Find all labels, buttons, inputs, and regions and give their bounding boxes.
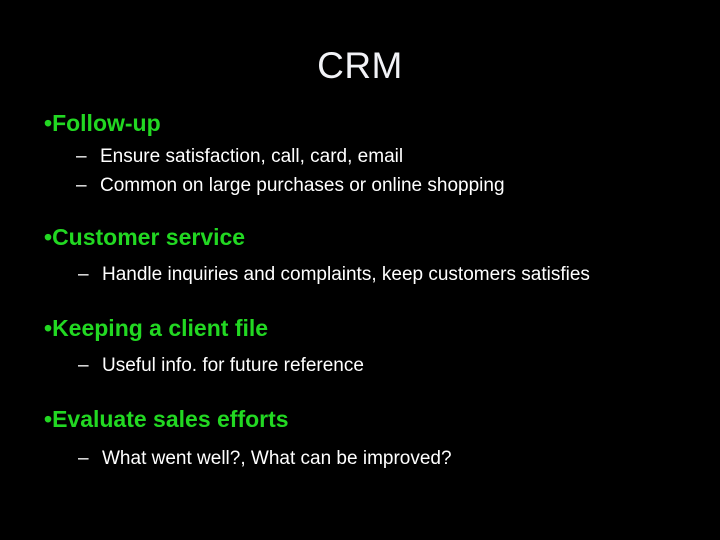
slide-body: •Follow-up –Ensure satisfaction, call, c… [0, 108, 720, 473]
main-bullet-label: Follow-up [52, 110, 161, 136]
sub-bullet-item: –Useful info. for future reference [0, 351, 720, 380]
sub-bullet-item: –Common on large purchases or online sho… [0, 171, 720, 200]
sub-bullet-label: Handle inquiries and complaints, keep cu… [102, 264, 590, 285]
sub-bullet-list: –Ensure satisfaction, call, card, email … [0, 142, 720, 200]
main-bullet-label: Keeping a client file [52, 315, 269, 341]
bullet-dot-icon: • [44, 315, 53, 341]
dash-icon: – [76, 146, 87, 167]
main-bullet-label: Customer service [52, 224, 246, 250]
bullet-dot-icon: • [44, 224, 53, 250]
dash-icon: – [78, 264, 89, 285]
sub-bullet-label: What went well?, What can be improved? [102, 448, 452, 469]
sub-bullet-list: –What went well?, What can be improved? [0, 444, 720, 473]
main-bullet-item: •Customer service [0, 222, 720, 252]
sub-bullet-item: –Ensure satisfaction, call, card, email [0, 142, 720, 171]
bullet-group: •Evaluate sales efforts –What went well?… [0, 404, 720, 473]
main-bullet-item: •Keeping a client file [0, 313, 720, 343]
bullet-group: •Keeping a client file –Useful info. for… [0, 313, 720, 380]
sub-bullet-label: Ensure satisfaction, call, card, email [100, 146, 404, 167]
dash-icon: – [78, 448, 89, 469]
main-bullet-item: •Evaluate sales efforts [0, 404, 720, 434]
sub-bullet-item: –Handle inquiries and complaints, keep c… [0, 260, 720, 289]
bullet-group: •Follow-up –Ensure satisfaction, call, c… [0, 108, 720, 200]
sub-bullet-label: Common on large purchases or online shop… [100, 175, 505, 196]
sub-bullet-item: –What went well?, What can be improved? [0, 444, 720, 473]
main-bullet-item: •Follow-up [0, 108, 720, 138]
bullet-group: •Customer service –Handle inquiries and … [0, 222, 720, 289]
sub-bullet-list: –Useful info. for future reference [0, 351, 720, 380]
sub-bullet-label: Useful info. for future reference [102, 355, 364, 376]
page-title: CRM [317, 45, 403, 86]
dash-icon: – [78, 355, 89, 376]
main-bullet-label: Evaluate sales efforts [52, 406, 289, 432]
bullet-dot-icon: • [44, 406, 53, 432]
dash-icon: – [76, 175, 87, 196]
bullet-dot-icon: • [44, 110, 53, 136]
sub-bullet-list: –Handle inquiries and complaints, keep c… [0, 260, 720, 289]
